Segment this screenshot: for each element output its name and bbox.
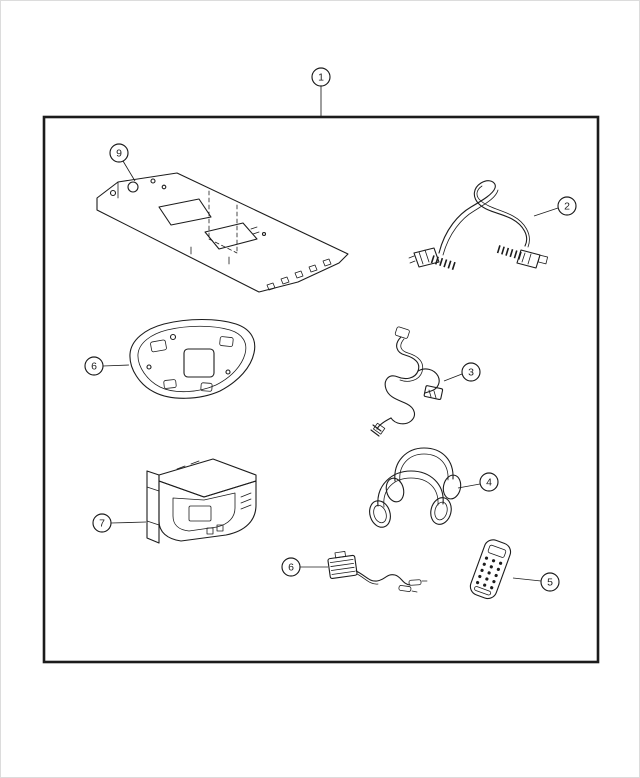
part-bezel-housing <box>129 319 256 399</box>
callout-3: 3 <box>443 362 481 382</box>
callout-5-label: 5 <box>547 577 553 589</box>
part-headphones <box>369 447 462 528</box>
part-mounting-plate <box>96 172 349 293</box>
callout-9-label: 9 <box>116 148 122 160</box>
part-overhead-video-unit <box>146 458 257 544</box>
callout-2: 2 <box>533 196 577 217</box>
kit-frame <box>42 115 600 664</box>
callout-4: 4 <box>457 472 499 492</box>
callout-6a: 6 <box>84 356 130 376</box>
callout-4-label: 4 <box>486 477 492 489</box>
callout-2-label: 2 <box>564 201 570 213</box>
callout-5: 5 <box>512 572 560 592</box>
callout-1: 1 <box>311 67 331 116</box>
callout-6b-label: 6 <box>288 562 294 574</box>
part-wiring-harness <box>408 180 549 271</box>
part-power-module <box>327 551 428 593</box>
callout-7: 7 <box>92 513 147 533</box>
callout-9: 9 <box>109 143 136 182</box>
callout-7-label: 7 <box>99 518 105 530</box>
part-remote-control <box>469 539 512 600</box>
callout-6b: 6 <box>281 557 328 577</box>
callout-6a-label: 6 <box>91 361 97 373</box>
callout-1-label: 1 <box>318 72 324 84</box>
part-jumper-wiring <box>370 326 444 437</box>
callout-3-label: 3 <box>468 367 474 379</box>
